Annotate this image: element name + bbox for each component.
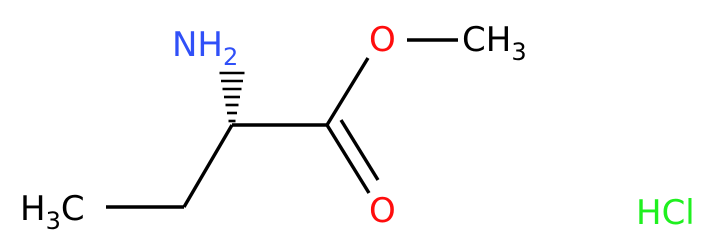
- ester-oxygen-label: O: [369, 20, 396, 60]
- hashed-wedge-bond: [219, 71, 245, 123]
- bond-carbonyl-to-ester-oxygen: [325, 57, 370, 126]
- bond-skeleton: [106, 38, 458, 209]
- bond-carbonyl-double-outer: [325, 124, 371, 194]
- bond-carbonyl-double-inner: [339, 119, 380, 181]
- hydrochloride-label: HCl: [636, 193, 695, 233]
- amine-label: NH2: [172, 25, 238, 71]
- bond-methylene-to-alpha-carbon: [182, 124, 234, 208]
- ethyl-methyl-label: H3C: [20, 189, 85, 235]
- carbonyl-oxygen-label: O: [369, 191, 396, 231]
- ester-methyl-label: CH3: [462, 20, 527, 66]
